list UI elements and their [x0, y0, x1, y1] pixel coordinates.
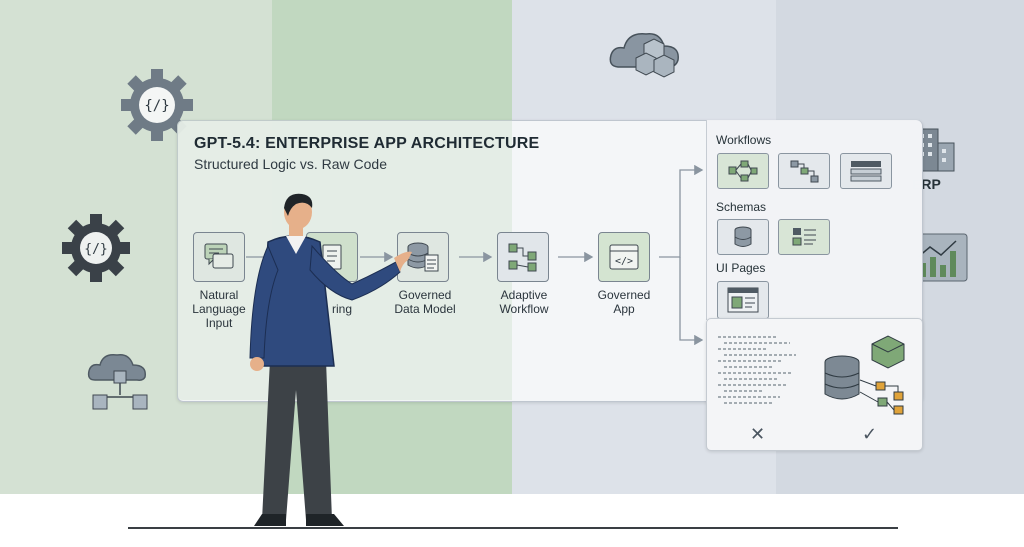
adaptive-workflow-node: [497, 232, 549, 282]
schemas-label: Schemas: [716, 200, 767, 214]
workflow-diagram-icon: [728, 160, 758, 182]
branch-arrow-top: [659, 164, 704, 258]
raw-code-lines: [718, 336, 796, 404]
database-icon: [734, 226, 752, 247]
node-label-governed-app: Governed App: [597, 288, 651, 316]
app-window-icon: </>: [609, 244, 639, 270]
branch-arrow-bottom: [679, 257, 704, 346]
cloud-cubes-icon: [609, 33, 679, 78]
analytics-chart-icon: [908, 233, 968, 282]
table-list-icon: [850, 161, 882, 182]
svg-text:{/}: {/}: [84, 242, 107, 257]
floor-line: [128, 527, 898, 529]
ui-page-tile: [717, 281, 769, 319]
chat-bubbles-icon: [204, 243, 234, 269]
svg-text:{/}: {/}: [144, 98, 169, 114]
structured-check-mark: ✓: [862, 424, 878, 444]
raw-code-cross-mark: ✕: [750, 424, 766, 444]
governed-app-node: </>: [598, 232, 650, 282]
node-label-structuring: ring: [331, 302, 352, 316]
natural-language-node: [193, 232, 245, 282]
workflow-icon: [508, 243, 537, 272]
schema-tile-2: [778, 219, 830, 255]
node-label-workflow: Adaptive Workflow: [499, 288, 549, 316]
workflow-tile-2: [778, 153, 830, 189]
cloud-network-icon: [87, 353, 148, 410]
diagram-subtitle: Structured Logic vs. Raw Code: [194, 156, 387, 172]
presenter-figure: [249, 193, 412, 526]
database-icon: [407, 242, 439, 272]
workflows-label: Workflows: [716, 133, 772, 147]
gear-code-icon-dark: {/}: [62, 214, 130, 282]
ui-page-icon: [727, 287, 759, 313]
svg-text:</>: </>: [615, 256, 633, 267]
schema-grid-icon: [792, 228, 816, 246]
ui-pages-label: UI Pages: [716, 261, 766, 275]
schema-tile-1: [717, 219, 769, 255]
node-label-data-model: Governed Data Model: [394, 288, 456, 316]
gear-code-icon: {/}: [121, 69, 193, 141]
workflow-tile-1: [717, 153, 769, 189]
structured-logic-illustration: [824, 335, 905, 415]
node-label-natural-language: Natural Language Input: [192, 288, 246, 330]
workflow-tile-3: [840, 153, 892, 189]
diagram-title: GPT-5.4: ENTERPRISE APP ARCHITECTURE: [194, 135, 540, 152]
flowchart-icon: [790, 160, 819, 183]
